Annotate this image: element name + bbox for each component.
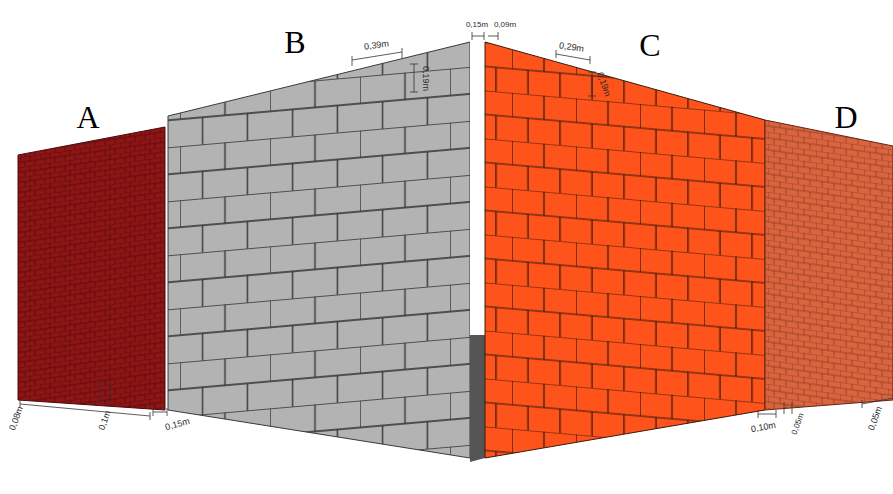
wall-b bbox=[168, 42, 470, 458]
dimension-label: 0,15m bbox=[466, 21, 488, 29]
wall-letter: B bbox=[284, 26, 305, 58]
dimension-line bbox=[100, 380, 110, 406]
dimension-label: 0,10m bbox=[751, 420, 777, 433]
dimension-line bbox=[472, 32, 498, 40]
dimension-line bbox=[352, 48, 402, 66]
dimension-line bbox=[20, 400, 150, 420]
dimension-lines bbox=[20, 32, 893, 420]
dimension-label: 0,29m bbox=[559, 41, 585, 53]
dimension-line bbox=[153, 408, 167, 416]
wall-a bbox=[18, 127, 165, 410]
wall-letter: D bbox=[834, 101, 857, 133]
dimension-label: 0,19m bbox=[595, 71, 612, 98]
wall-letter: C bbox=[639, 29, 660, 61]
dimension-label: 0,05m bbox=[867, 405, 884, 432]
dimension-line bbox=[784, 402, 792, 414]
joint-gap bbox=[470, 40, 485, 462]
dimension-line bbox=[758, 410, 776, 418]
dimension-label: 0,08m bbox=[8, 405, 25, 432]
dimension-label: 0,05m bbox=[790, 412, 805, 436]
dimension-label: 0,39m bbox=[364, 39, 390, 51]
joint-fill bbox=[470, 335, 485, 462]
dimension-label: 0,15m bbox=[165, 416, 191, 431]
dimension-label: 0,19m bbox=[421, 65, 430, 90]
dimension-label: 0,09m bbox=[494, 21, 516, 29]
wall-c bbox=[485, 42, 765, 458]
dimension-label: 0,1m bbox=[97, 409, 112, 431]
wall-d bbox=[765, 120, 893, 410]
dimension-line bbox=[410, 64, 418, 92]
dimension-line bbox=[588, 72, 596, 96]
wall-letter: A bbox=[76, 101, 99, 133]
